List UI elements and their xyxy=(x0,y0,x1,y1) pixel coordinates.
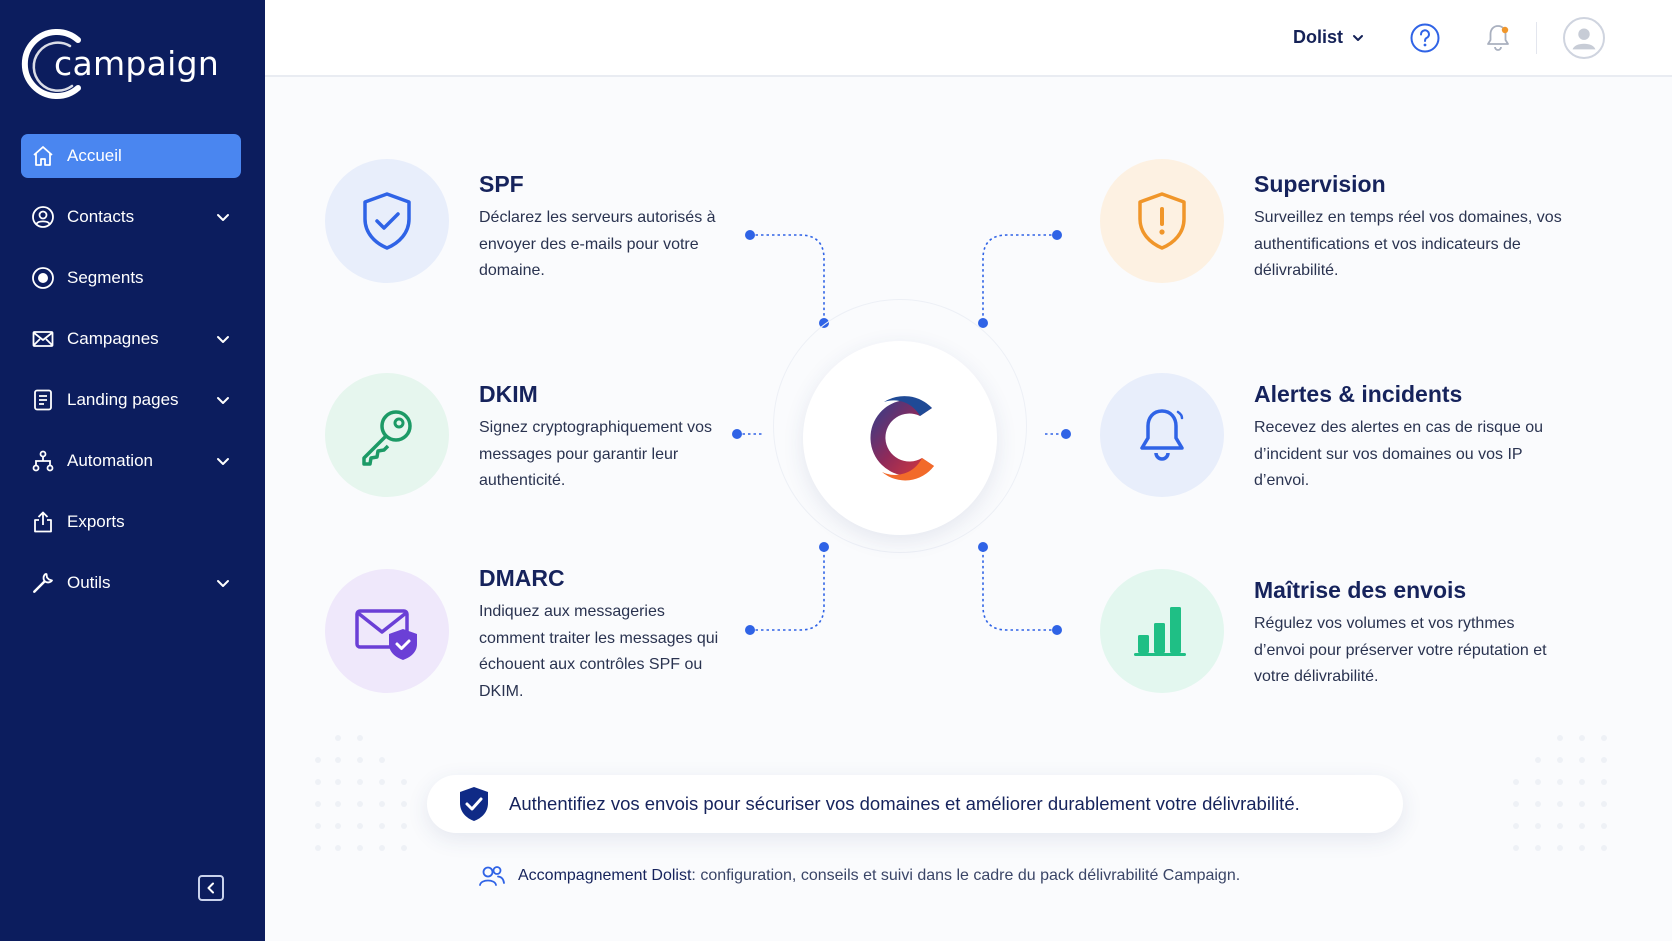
footnote-text: : configuration, conseils et suivi dans … xyxy=(691,867,1241,884)
feature-description: Régulez vos volumes et vos rythmes d’env… xyxy=(1254,615,1547,685)
footnote-strong: Accompagnement Dolist xyxy=(518,867,692,884)
workflow-icon xyxy=(31,449,55,473)
chevron-left-icon xyxy=(207,882,214,894)
sidebar-nav: Accueil Contacts Segments Campagnes xyxy=(21,134,241,622)
feature-icon-bg xyxy=(1100,373,1224,497)
sidebar-item-label: Automation xyxy=(67,451,153,470)
campaign-logo[interactable]: campaign xyxy=(20,26,240,102)
feature-title: Alertes & incidents xyxy=(1254,381,1463,407)
chevron-down-icon[interactable] xyxy=(213,451,233,471)
feature-dmarc: DMARC Indiquez aux messageries comment t… xyxy=(325,565,718,700)
feature-title: SPF xyxy=(479,171,524,197)
feature-title: Maîtrise des envois xyxy=(1254,577,1467,603)
help-button[interactable] xyxy=(1409,22,1441,59)
notifications-button[interactable] xyxy=(1483,22,1513,59)
sidebar-item-label: Campagnes xyxy=(67,329,159,348)
key-icon xyxy=(362,410,412,466)
export-icon xyxy=(31,510,55,534)
avatar[interactable] xyxy=(1563,17,1605,59)
sidebar-item-label: Segments xyxy=(67,268,144,287)
page-icon xyxy=(31,388,55,412)
user-icon xyxy=(1572,28,1596,50)
bell-icon xyxy=(1140,409,1184,461)
feature-alerts: Alertes & incidents Recevez des alertes … xyxy=(1100,373,1543,497)
center-campaign-logo xyxy=(803,341,997,535)
authentication-banner: Authentifiez vos envois pour sécuriser v… xyxy=(427,775,1403,833)
bar-chart-icon xyxy=(1134,607,1186,656)
sidebar-item-automation[interactable]: Automation xyxy=(21,439,241,483)
sidebar-item-label: Exports xyxy=(67,512,125,531)
sidebar-item-outils[interactable]: Outils xyxy=(21,561,241,605)
collapse-sidebar-button[interactable] xyxy=(198,875,224,901)
feature-title: DMARC xyxy=(479,565,565,591)
organization-selector[interactable]: Dolist xyxy=(1293,27,1365,48)
chevron-down-icon[interactable] xyxy=(213,207,233,227)
top-bar: Dolist xyxy=(265,0,1672,77)
user-circle-icon xyxy=(31,205,55,229)
mail-icon xyxy=(31,327,55,351)
feature-icon-bg xyxy=(1100,159,1224,283)
feature-sending-control: Maîtrise des envois Régulez vos volumes … xyxy=(1100,569,1547,693)
topbar-divider xyxy=(1536,22,1537,54)
feature-description: Surveillez en temps réel vos domaines, v… xyxy=(1254,209,1562,279)
feature-icon-bg xyxy=(325,159,449,283)
feature-icon-bg xyxy=(1100,569,1224,693)
home-icon xyxy=(31,144,55,168)
chevron-down-icon xyxy=(1353,34,1364,41)
feature-description: Déclarez les serveurs autorisés à envoye… xyxy=(479,209,716,279)
feature-description: Indiquez aux messageries comment traiter… xyxy=(479,603,719,700)
sidebar-item-label: Contacts xyxy=(67,207,135,226)
feature-dkim: DKIM Signez cryptographiquement vos mess… xyxy=(325,373,712,497)
feature-supervision: Supervision Surveillez en temps réel vos… xyxy=(1100,159,1562,283)
sidebar-item-exports[interactable]: Exports xyxy=(21,500,241,544)
feature-description: Recevez des alertes en cas de risque ou … xyxy=(1254,419,1544,489)
feature-spf: SPF Déclarez les serveurs autorisés à en… xyxy=(325,159,716,283)
main-content: SPF Déclarez les serveurs autorisés à en… xyxy=(265,77,1672,941)
shield-check-icon xyxy=(363,192,411,250)
sidebar-item-label: Landing pages xyxy=(67,390,179,409)
banner-text: Authentifiez vos envois pour sécuriser v… xyxy=(509,793,1300,814)
center-ring xyxy=(773,299,1027,553)
feature-icon-bg xyxy=(325,373,449,497)
shield-check-icon xyxy=(460,787,488,821)
feature-title: Supervision xyxy=(1254,171,1386,197)
sidebar: campaign Accueil Contacts Segments xyxy=(0,0,265,941)
mail-shield-icon xyxy=(355,609,417,660)
feature-icon-bg xyxy=(325,569,449,693)
sidebar-item-landing-pages[interactable]: Landing pages xyxy=(21,378,241,422)
shield-alert-icon xyxy=(1138,192,1186,250)
sidebar-item-accueil[interactable]: Accueil xyxy=(21,134,241,178)
users-icon xyxy=(479,866,505,886)
help-icon xyxy=(1410,23,1440,53)
chevron-down-icon[interactable] xyxy=(213,329,233,349)
chevron-down-icon[interactable] xyxy=(213,390,233,410)
feature-title: DKIM xyxy=(479,381,538,407)
bell-icon xyxy=(1487,25,1509,51)
sidebar-item-segments[interactable]: Segments xyxy=(21,256,241,300)
feature-description: Signez cryptographiquement vos messages … xyxy=(479,419,713,489)
campaign-logo-mark xyxy=(21,29,81,99)
sidebar-item-label: Outils xyxy=(67,573,111,592)
sidebar-item-contacts[interactable]: Contacts xyxy=(21,195,241,239)
organization-name: Dolist xyxy=(1293,27,1344,47)
wrench-icon xyxy=(31,571,55,595)
sidebar-item-campagnes[interactable]: Campagnes xyxy=(21,317,241,361)
chevron-down-icon[interactable] xyxy=(213,573,233,593)
target-icon xyxy=(31,266,55,290)
sidebar-item-label: Accueil xyxy=(67,146,122,165)
campaign-c-logo-icon xyxy=(870,396,934,481)
support-footnote: Accompagnement Dolist : configuration, c… xyxy=(478,864,1240,888)
logo-text: campaign xyxy=(54,44,220,83)
